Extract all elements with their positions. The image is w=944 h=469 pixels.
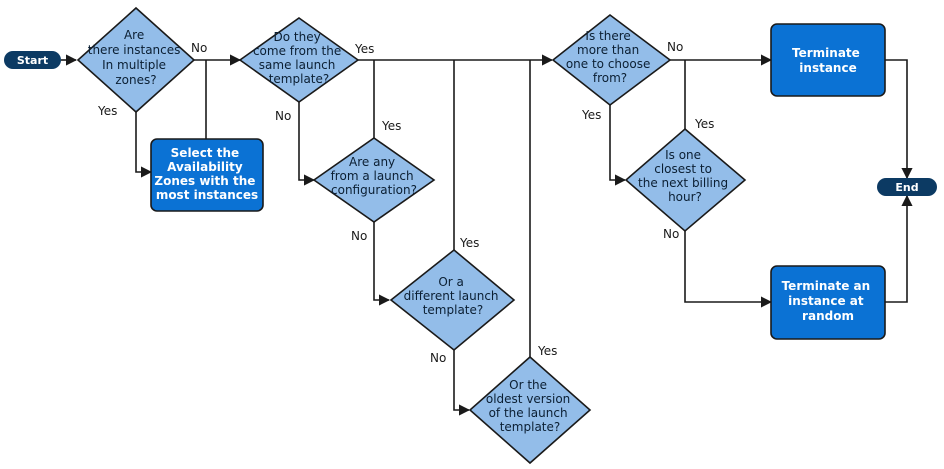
action-text: Select the Availability Zones with the m… <box>154 146 259 202</box>
action-box <box>770 265 886 340</box>
decision-text: Is one closest to the next billing hour? <box>638 148 732 204</box>
label-different-yes: Yes <box>459 236 479 250</box>
action-text: Terminate an instance at random <box>782 279 875 323</box>
label-zones-yes: Yes <box>97 104 117 118</box>
decision-text: Is there more than one to choose from? <box>566 29 654 85</box>
label-closest-no: No <box>663 227 679 241</box>
edges <box>61 54 913 416</box>
edge-zones-yes <box>135 110 153 178</box>
decision-shape <box>76 6 196 114</box>
action-box <box>150 138 264 212</box>
decision-same-template: Do they come from the same launch templa… <box>238 17 360 103</box>
decision-launch-config: Are any from a launch configuration? <box>312 137 436 223</box>
action-select-zones: Select the Availability Zones with the m… <box>150 138 264 212</box>
label-zones-no: No <box>191 41 207 55</box>
decision-shape <box>389 248 516 352</box>
decision-different-template: Or a different launch template? <box>389 248 516 352</box>
label-closest-yes: Yes <box>694 117 714 131</box>
action-box <box>770 23 886 97</box>
decision-more-than-one: Is there more than one to choose from? <box>551 13 672 107</box>
label-oldest-yes: Yes <box>537 344 557 358</box>
decision-shape <box>624 127 747 233</box>
decision-closest-billing: Is one closest to the next billing hour? <box>624 127 747 233</box>
start-pill <box>4 51 61 69</box>
edge-labels: No Yes Yes No Yes No Yes No Yes No Yes Y… <box>97 40 714 365</box>
decision-text: Are there instances In multiple zones? <box>88 28 184 87</box>
decision-oldest-version: Or the oldest version of the launch temp… <box>468 355 592 465</box>
start-terminal: Start <box>4 51 61 69</box>
label-more-yes: Yes <box>581 108 601 122</box>
label-config-no: No <box>351 229 367 243</box>
decision-text: Or a different launch template? <box>404 275 503 317</box>
decision-shape <box>312 137 436 223</box>
edge-config-no <box>373 222 391 306</box>
action-terminate-random: Terminate an instance at random <box>770 265 886 340</box>
edge-same-no <box>298 102 316 186</box>
decision-multiple-zones: Are there instances In multiple zones? <box>76 6 196 114</box>
label-same-no: No <box>275 109 291 123</box>
edge-more-yes <box>609 102 627 186</box>
label-more-no: No <box>667 40 683 54</box>
edge-closest-no <box>684 224 773 308</box>
action-text: Terminate instance <box>792 46 864 75</box>
action-terminate-instance: Terminate instance <box>770 23 886 97</box>
decision-text: Or the oldest version of the launch temp… <box>486 378 574 434</box>
label-different-no: No <box>430 351 446 365</box>
decision-shape <box>551 13 672 107</box>
edge-different-no <box>453 348 471 416</box>
decision-text: Are any from a launch configuration? <box>331 155 418 197</box>
start-label: Start <box>17 54 48 67</box>
end-terminal: End <box>877 178 937 196</box>
decision-shape <box>238 17 360 103</box>
label-config-yes: Yes <box>381 119 401 133</box>
edge-terminate-to-end <box>885 59 913 180</box>
decision-shape <box>468 355 592 465</box>
end-label: End <box>895 181 918 194</box>
label-same-yes: Yes <box>354 42 374 56</box>
edge-random-to-end <box>885 194 913 303</box>
decision-text: Do they come from the same launch templa… <box>253 30 345 86</box>
end-pill <box>877 178 937 196</box>
